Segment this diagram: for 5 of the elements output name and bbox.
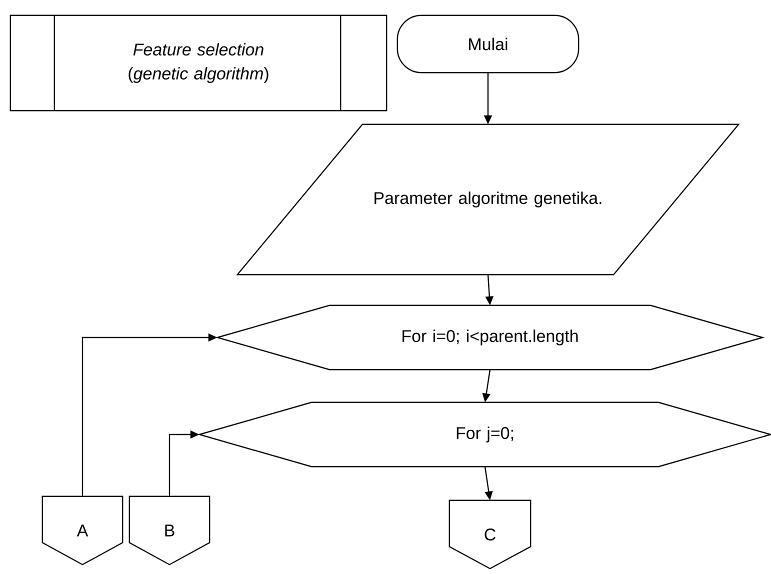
- off-page-connector: C: [448, 500, 532, 570]
- predefined-process-box: Feature selection (genetic algorithm): [10, 14, 388, 112]
- off-page-connector: B: [128, 496, 210, 566]
- off-page-connector: A: [42, 496, 124, 566]
- terminator: Mulai: [396, 14, 580, 74]
